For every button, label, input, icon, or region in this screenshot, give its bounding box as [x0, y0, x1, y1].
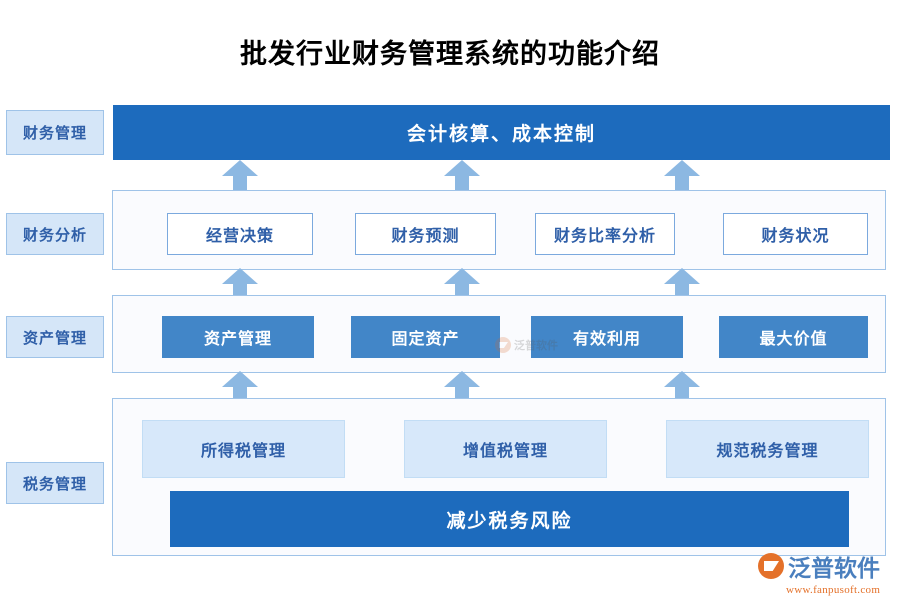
analysis-box-business-decision[interactable]: 经营决策 — [167, 213, 313, 255]
analysis-box-financial-forecast-text: 财务预测 — [391, 228, 460, 245]
fanpu-logo-icon — [758, 553, 784, 579]
asset-box-asset-management[interactable]: 资产管理 — [162, 316, 314, 358]
brand-logo-row: 泛普软件 — [758, 549, 898, 583]
analysis-box-ratio-analysis-text: 财务比率分析 — [553, 228, 656, 245]
arrow-up-asset-to-analysis-2 — [444, 268, 480, 298]
brand-url-text: www.fanpusoft.com — [786, 584, 881, 596]
arrow-tail — [675, 175, 689, 190]
asset-box-max-value[interactable]: 最大价值 — [719, 316, 868, 358]
analysis-box-financial-forecast[interactable]: 财务预测 — [355, 213, 496, 255]
tax-box-income-tax-text: 所得税管理 — [200, 443, 286, 460]
tax-box-standard-tax[interactable]: 规范税务管理 — [666, 420, 869, 478]
arrow-head — [444, 160, 480, 176]
category-label-analysis-text: 财务分析 — [22, 227, 87, 244]
arrow-tail — [233, 283, 247, 298]
arrow-head — [222, 160, 258, 176]
analysis-box-business-decision-text: 经营决策 — [205, 228, 274, 245]
category-label-tax: 税务管理 — [6, 462, 104, 504]
arrow-tail — [455, 283, 469, 298]
analysis-box-financial-status-text: 财务状况 — [761, 228, 830, 245]
arrow-up-asset-to-analysis-3 — [664, 268, 700, 298]
tax-box-income-tax[interactable]: 所得税管理 — [142, 420, 345, 478]
asset-box-fixed-asset-text: 固定资产 — [391, 331, 460, 348]
category-label-asset: 资产管理 — [6, 316, 104, 358]
tax-box-vat[interactable]: 增值税管理 — [404, 420, 607, 478]
arrow-head — [222, 268, 258, 284]
category-label-finance-text: 财务管理 — [22, 126, 87, 142]
tax-box-standard-tax-text: 规范税务管理 — [716, 443, 819, 460]
arrow-up-analysis-to-finance-2 — [444, 160, 480, 190]
tax-bottom-bar: 减少税务风险 — [170, 491, 849, 547]
arrow-head — [444, 371, 480, 387]
arrow-head — [664, 160, 700, 176]
arrow-tail — [233, 386, 247, 401]
asset-box-asset-management-text: 资产管理 — [203, 331, 272, 348]
arrow-up-tax-to-asset-2 — [444, 371, 480, 401]
arrow-up-analysis-to-finance-1 — [222, 160, 258, 190]
arrow-head — [444, 268, 480, 284]
arrow-up-analysis-to-finance-3 — [664, 160, 700, 190]
category-label-tax-text: 税务管理 — [22, 476, 87, 493]
brand-name-text: 泛普软件 — [788, 556, 880, 581]
finance-top-bar-text: 会计核算、成本控制 — [406, 124, 596, 145]
analysis-box-ratio-analysis[interactable]: 财务比率分析 — [535, 213, 675, 255]
page-title: 批发行业财务管理系统的功能介绍 — [240, 39, 660, 69]
analysis-box-financial-status[interactable]: 财务状况 — [723, 213, 868, 255]
finance-top-bar: 会计核算、成本控制 — [113, 105, 890, 160]
arrow-up-tax-to-asset-3 — [664, 371, 700, 401]
category-label-analysis: 财务分析 — [6, 213, 104, 255]
arrow-tail — [675, 386, 689, 401]
asset-box-max-value-text: 最大价值 — [759, 331, 828, 348]
tax-bottom-bar-text: 减少税务风险 — [446, 510, 573, 532]
arrow-up-tax-to-asset-1 — [222, 371, 258, 401]
arrow-tail — [455, 175, 469, 190]
asset-box-fixed-asset[interactable]: 固定资产 — [351, 316, 500, 358]
arrow-up-asset-to-analysis-1 — [222, 268, 258, 298]
arrow-head — [664, 268, 700, 284]
brand-logo: 泛普软件 www.fanpusoft.com — [758, 549, 898, 596]
category-label-asset-text: 资产管理 — [22, 330, 87, 347]
arrow-tail — [675, 283, 689, 298]
tax-box-vat-text: 增值税管理 — [462, 443, 548, 460]
asset-box-effective-use[interactable]: 有效利用 — [531, 316, 683, 358]
arrow-tail — [455, 386, 469, 401]
arrow-head — [664, 371, 700, 387]
asset-box-effective-use-text: 有效利用 — [572, 331, 641, 348]
arrow-tail — [233, 175, 247, 190]
arrow-head — [222, 371, 258, 387]
category-label-finance: 财务管理 — [6, 110, 104, 155]
